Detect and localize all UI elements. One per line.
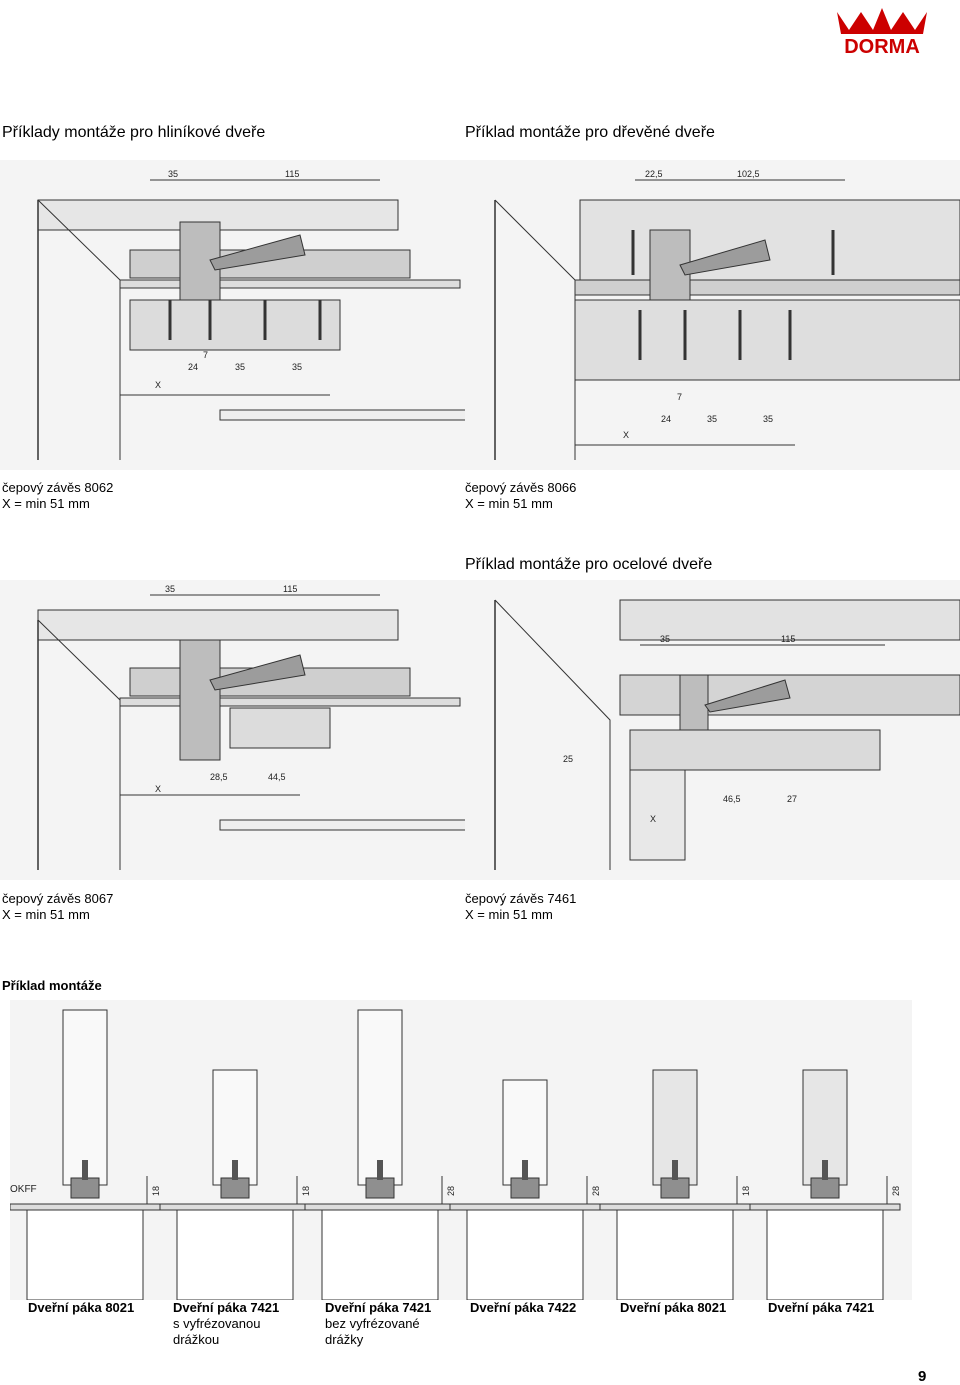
page-number: 9 (918, 1368, 927, 1385)
dim-label: 35 (165, 584, 175, 594)
heading-wood: Příklad montáže pro dřevěné dveře (465, 124, 715, 141)
crown-icon (837, 8, 927, 34)
dim-label: 115 (285, 169, 299, 179)
dim-label: 7 (203, 350, 208, 360)
drawing-hinge-8067: 35 115 28,5 44,5 X (0, 580, 470, 880)
caption-title: Dveřní páka 7421 (325, 1300, 432, 1315)
bottom-caption-6: Dveřní páka 7421 (768, 1300, 874, 1316)
caption-line: s vyfrézovanou (173, 1316, 261, 1331)
dim-label: 28 (891, 1186, 901, 1196)
dim-label: 28,5 (210, 772, 228, 782)
dorma-logo: DORMA (835, 4, 930, 58)
caption-value: X = min 51 mm (465, 496, 553, 511)
caption-8066: čepový závěs 8066 X = min 51 mm (465, 480, 576, 512)
dim-label: 24 (188, 362, 198, 372)
dim-label: 7 (677, 392, 682, 402)
dim-label: 115 (781, 634, 795, 644)
caption-8062: čepový závěs 8062 X = min 51 mm (2, 480, 113, 512)
dim-label: X (623, 430, 629, 440)
dim-label: X (155, 784, 161, 794)
dim-label: X (155, 380, 161, 390)
caption-7461: čepový závěs 7461 X = min 51 mm (465, 891, 576, 923)
dim-label: 24 (661, 414, 671, 424)
door-lever-assembly: 28 (449, 1079, 601, 1300)
dim-label: 102,5 (737, 169, 760, 179)
drawing-hinge-8066: 22,5 102,5 7 24 35 35 X (465, 160, 960, 470)
dim-label: 115 (283, 584, 297, 594)
door-lever-assembly: 18 (159, 1069, 311, 1300)
door-lever-assembly: 18 (10, 1009, 161, 1300)
caption-value: X = min 51 mm (465, 907, 553, 922)
dim-label: 28 (591, 1186, 601, 1196)
caption-line: bez vyfrézované (325, 1316, 420, 1331)
drawing-hinge-7461: 35 115 25 46,5 27 X (465, 580, 960, 880)
caption-8067: čepový závěs 8067 X = min 51 mm (2, 891, 113, 923)
bottom-caption-3: Dveřní páka 7421 bez vyfrézované drážky (325, 1300, 431, 1348)
heading-steel: Příklad montáže pro ocelové dveře (465, 556, 713, 573)
caption-value: X = min 51 mm (2, 907, 90, 922)
dim-label: X (650, 814, 656, 824)
dim-label: 27 (787, 794, 797, 804)
dim-label: 35 (707, 414, 717, 424)
bottom-caption-5: Dveřní páka 8021 (620, 1300, 726, 1316)
dim-label: 46,5 (723, 794, 741, 804)
okff-label: OKFF (10, 1184, 37, 1195)
caption-title: Dveřní páka 8021 (620, 1300, 727, 1315)
logo-wordmark: DORMA (844, 36, 920, 56)
drawing-door-levers: 18 18 28 28 18 28 OKFF (10, 1000, 912, 1300)
caption-title: čepový závěs 8066 (465, 480, 577, 495)
bottom-caption-2: Dveřní páka 7421 s vyfrézovanou drážkou (173, 1300, 279, 1348)
dim-label: 25 (563, 754, 573, 764)
door-lever-assembly: 28 (749, 1069, 901, 1300)
caption-title: Dveřní páka 7422 (470, 1300, 577, 1315)
door-lever-assembly: 18 (599, 1069, 751, 1300)
dim-label: 35 (292, 362, 302, 372)
caption-title: Dveřní páka 7421 (768, 1300, 875, 1315)
caption-title: Dveřní páka 8021 (28, 1300, 135, 1315)
dim-label: 18 (301, 1186, 311, 1196)
dim-label: 18 (151, 1186, 161, 1196)
drawing-hinge-8062: 35 115 7 24 35 35 X (0, 160, 470, 470)
heading-mounting: Příklad montáže (2, 978, 102, 993)
dim-label: 18 (741, 1186, 751, 1196)
caption-line: drážky (325, 1332, 364, 1347)
caption-title: čepový závěs 8062 (2, 480, 114, 495)
caption-title: čepový závěs 7461 (465, 891, 577, 906)
caption-value: X = min 51 mm (2, 496, 90, 511)
caption-title: Dveřní páka 7421 (173, 1300, 280, 1315)
dim-label: 35 (235, 362, 245, 372)
door-lever-assembly: 28 (304, 1009, 456, 1300)
dim-label: 35 (168, 169, 178, 179)
dim-label: 35 (660, 634, 670, 644)
dim-label: 28 (446, 1186, 456, 1196)
bottom-caption-4: Dveřní páka 7422 (470, 1300, 576, 1316)
heading-aluminium: Příklady montáže pro hliníkové dveře (2, 124, 266, 141)
caption-line: drážkou (173, 1332, 220, 1347)
dim-label: 35 (763, 414, 773, 424)
bottom-caption-1: Dveřní páka 8021 (28, 1300, 134, 1316)
dim-label: 22,5 (645, 169, 663, 179)
dim-label: 44,5 (268, 772, 286, 782)
caption-title: čepový závěs 8067 (2, 891, 114, 906)
